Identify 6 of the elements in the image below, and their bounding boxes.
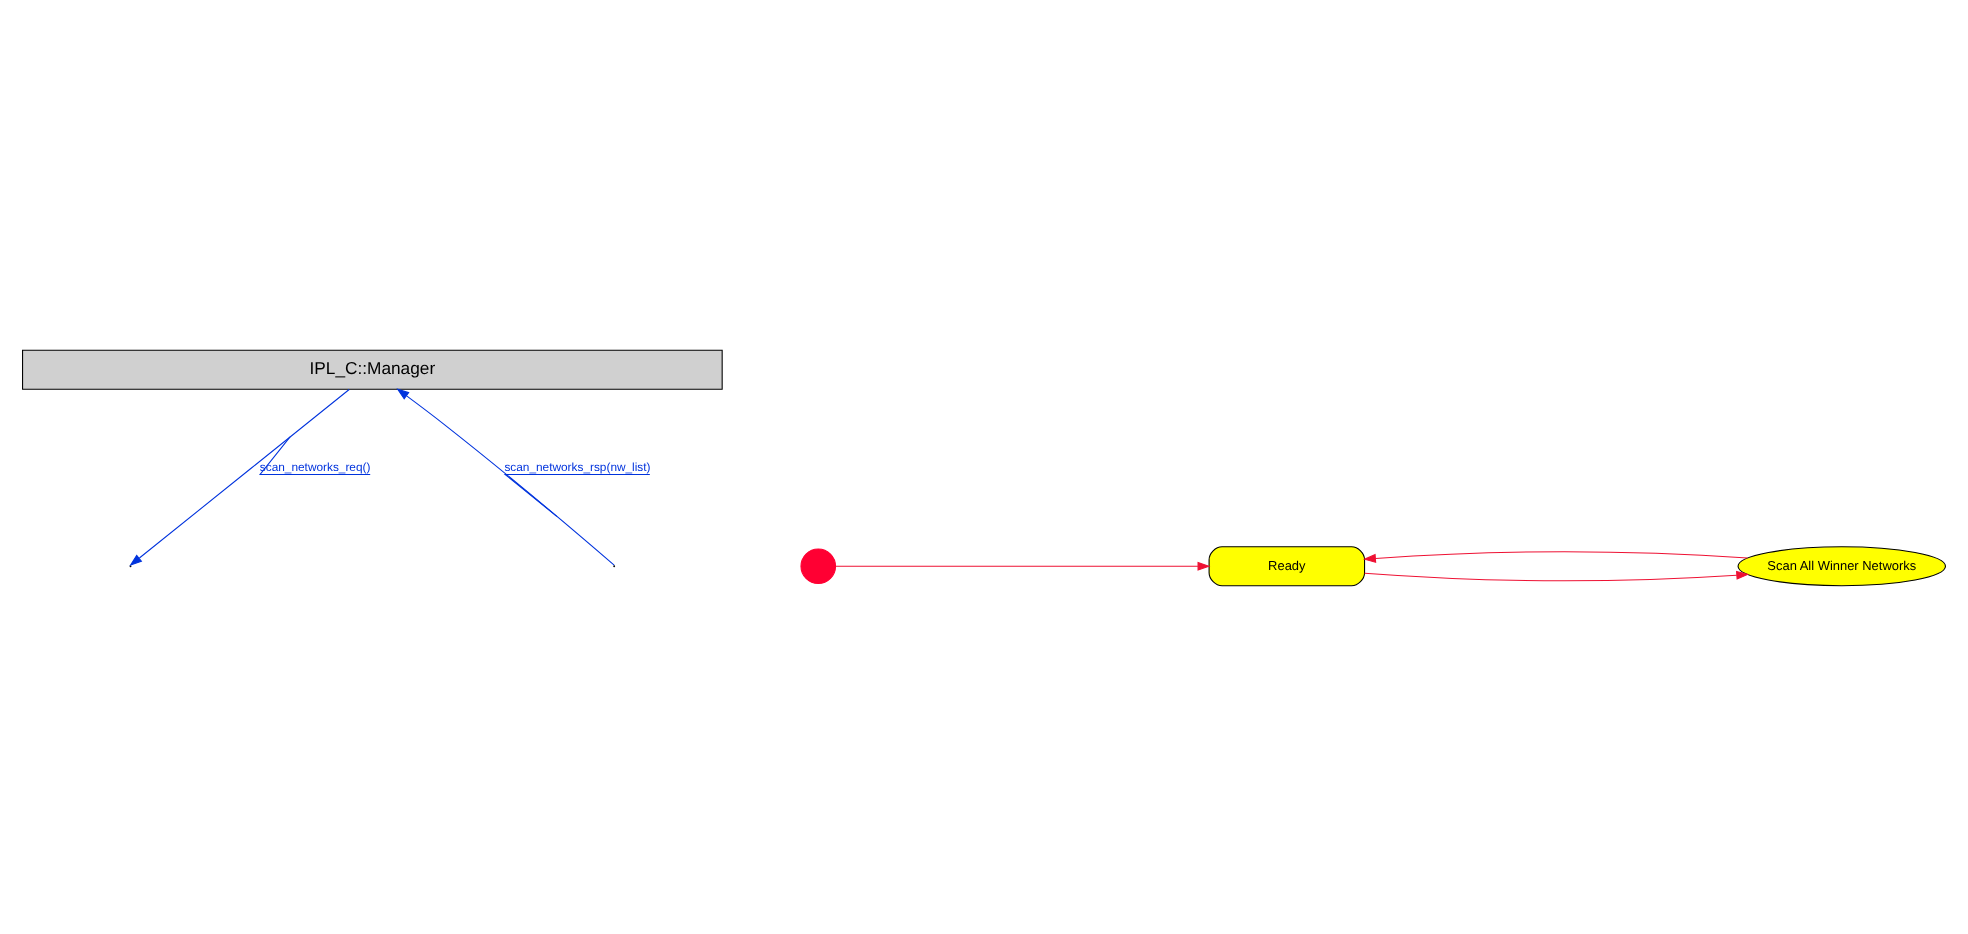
- node-circle: [800, 547, 837, 584]
- arrow: [835, 560, 1211, 570]
- node-box: IPL_C::Manager: [22, 348, 723, 389]
- arrow: [1364, 569, 1750, 581]
- arrow: [396, 387, 651, 565]
- arrow: [1362, 550, 1749, 562]
